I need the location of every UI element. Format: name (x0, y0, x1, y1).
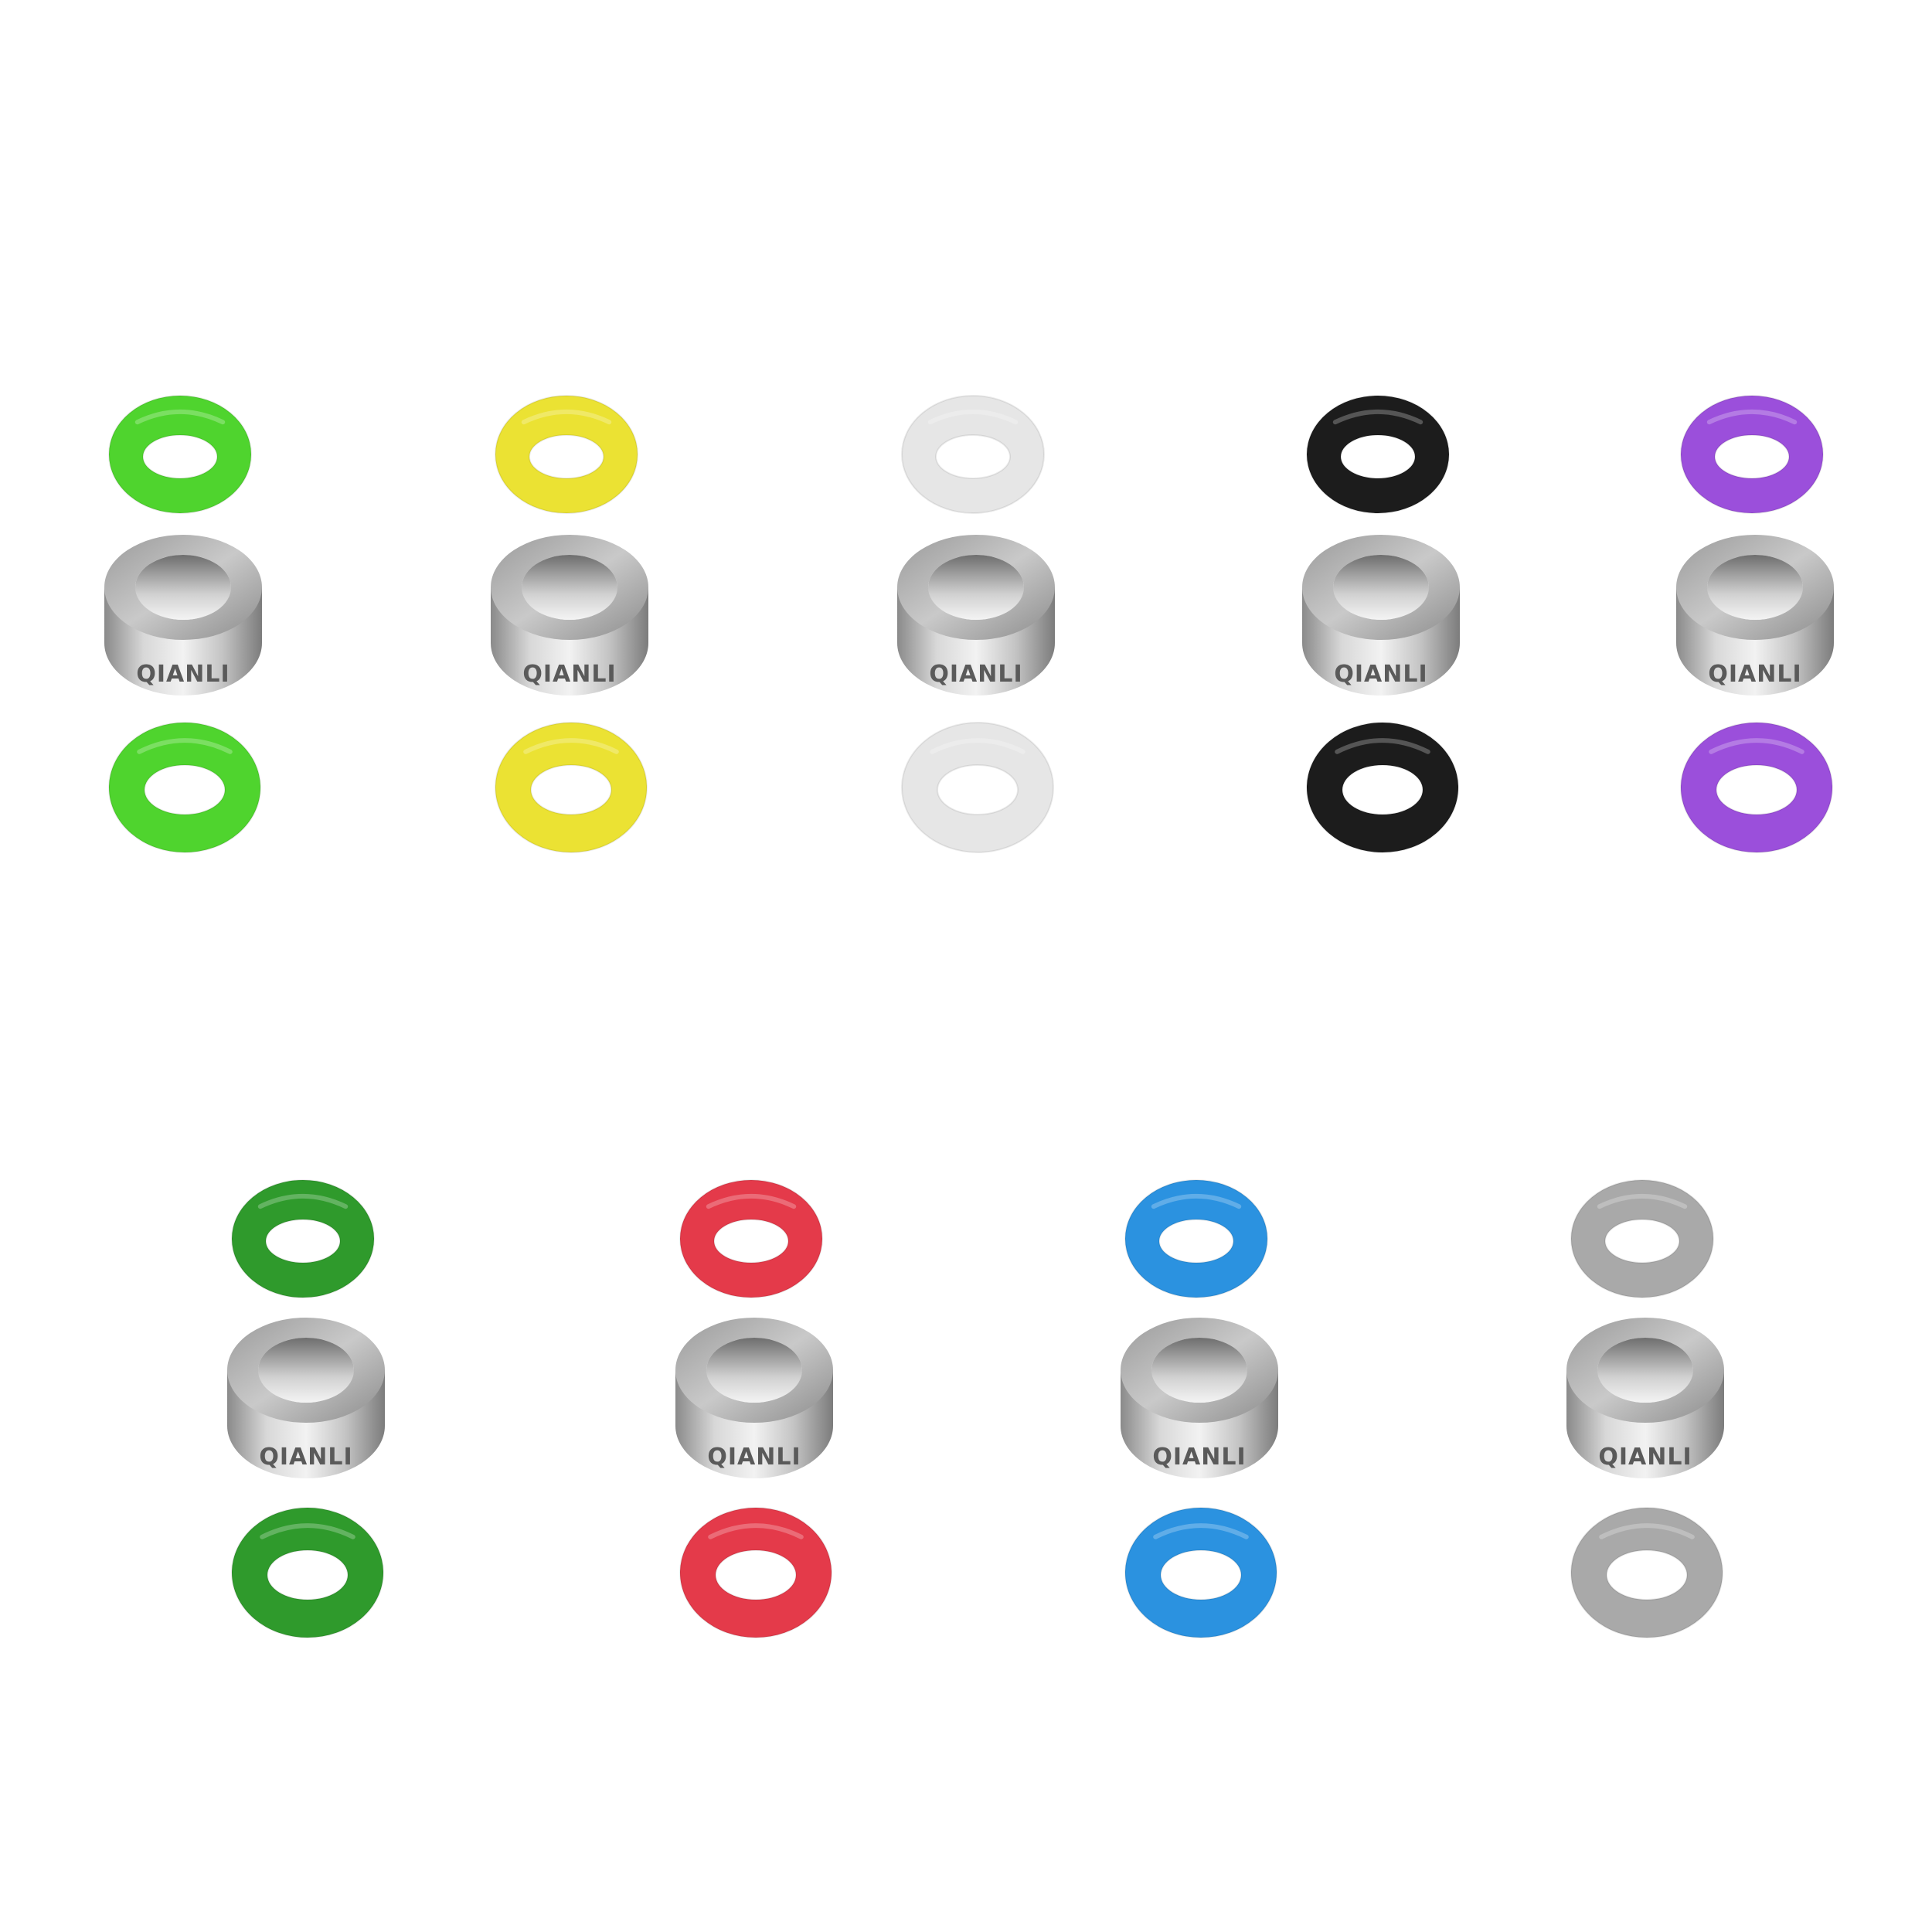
top-o-ring (1679, 395, 1825, 514)
ring-set-gray: QIANLI (1566, 1179, 1724, 1638)
o-ring-highlight (1151, 1194, 1242, 1209)
brand-logo: QIANLI (259, 1444, 352, 1471)
brand-logo: QIANLI (1708, 661, 1801, 688)
spacer-bore (135, 555, 231, 620)
top-o-ring (679, 1179, 824, 1298)
ring-set-lime-green: QIANLI (104, 395, 262, 853)
spacer-top-face (675, 1318, 833, 1423)
spacer-top-face (104, 535, 262, 640)
o-ring-highlight (706, 1194, 797, 1209)
o-ring-highlight (521, 410, 612, 425)
o-ring-highlight (1709, 738, 1804, 754)
metal-spacer-ring: QIANLI (1676, 535, 1834, 696)
brand-logo: QIANLI (929, 661, 1022, 688)
bottom-o-ring (679, 1507, 833, 1638)
top-o-ring (900, 395, 1046, 514)
brand-logo: QIANLI (136, 661, 230, 688)
spacer-bore (1597, 1338, 1693, 1403)
ring-set-yellow: QIANLI (491, 395, 648, 853)
metal-spacer-ring: QIANLI (675, 1318, 833, 1478)
o-ring-highlight (1599, 1523, 1695, 1539)
metal-spacer-ring: QIANLI (897, 535, 1055, 696)
o-ring-highlight (260, 1523, 355, 1539)
o-ring-highlight (1335, 738, 1430, 754)
spacer-bore (1333, 555, 1429, 620)
o-ring-highlight (1597, 1194, 1688, 1209)
top-o-ring (107, 395, 253, 514)
brand-logo: QIANLI (522, 661, 616, 688)
brand-logo: QIANLI (1334, 661, 1427, 688)
spacer-top-face (1566, 1318, 1724, 1423)
bottom-o-ring (1679, 722, 1834, 853)
o-ring-highlight (523, 738, 619, 754)
metal-spacer-ring: QIANLI (104, 535, 262, 696)
bottom-o-ring (900, 722, 1055, 853)
o-ring-highlight (1153, 1523, 1249, 1539)
metal-spacer-ring: QIANLI (227, 1318, 385, 1478)
ring-set-purple: QIANLI (1676, 395, 1834, 853)
ring-set-red: QIANLI (675, 1179, 833, 1638)
spacer-top-face (1121, 1318, 1278, 1423)
o-ring-highlight (1706, 410, 1798, 425)
spacer-bore (522, 555, 617, 620)
spacer-top-face (1302, 535, 1460, 640)
spacer-bore (1707, 555, 1803, 620)
o-ring-highlight (137, 738, 233, 754)
o-ring-highlight (930, 738, 1026, 754)
spacer-top-face (227, 1318, 385, 1423)
bottom-o-ring (1570, 1507, 1724, 1638)
brand-logo: QIANLI (1152, 1444, 1246, 1471)
ring-sets: QIANLI QIANLI QIANLI QIANLI QIANLI QIANLI QIAN… (104, 395, 1834, 1638)
top-o-ring (1570, 1179, 1715, 1298)
o-ring-highlight (927, 410, 1019, 425)
bottom-o-ring (1305, 722, 1460, 853)
spacer-bore (1151, 1338, 1247, 1403)
metal-spacer-ring: QIANLI (491, 535, 648, 696)
ring-set-white: QIANLI (897, 395, 1055, 853)
bottom-o-ring (230, 1507, 385, 1638)
spacer-top-face (491, 535, 648, 640)
ring-set-dark-green: QIANLI (227, 1179, 385, 1638)
metal-spacer-ring: QIANLI (1302, 535, 1460, 696)
top-o-ring (1124, 1179, 1269, 1298)
top-o-ring (1305, 395, 1451, 514)
bottom-o-ring (1124, 1507, 1278, 1638)
spacer-top-face (1676, 535, 1834, 640)
metal-spacer-ring: QIANLI (1566, 1318, 1724, 1478)
brand-logo: QIANLI (707, 1444, 801, 1471)
top-o-ring (494, 395, 639, 514)
brand-logo: QIANLI (1598, 1444, 1692, 1471)
o-ring-highlight (708, 1523, 804, 1539)
o-ring-highlight (257, 1194, 349, 1209)
ring-set-blue: QIANLI (1121, 1179, 1278, 1638)
bottom-o-ring (494, 722, 648, 853)
ring-set-black: QIANLI (1302, 395, 1460, 853)
o-ring-highlight (134, 410, 226, 425)
spacer-bore (706, 1338, 802, 1403)
o-ring-highlight (1332, 410, 1423, 425)
spacer-top-face (897, 535, 1055, 640)
metal-spacer-ring: QIANLI (1121, 1318, 1278, 1478)
bottom-o-ring (107, 722, 262, 853)
spacer-bore (258, 1338, 354, 1403)
spacer-bore (928, 555, 1024, 620)
top-o-ring (230, 1179, 376, 1298)
